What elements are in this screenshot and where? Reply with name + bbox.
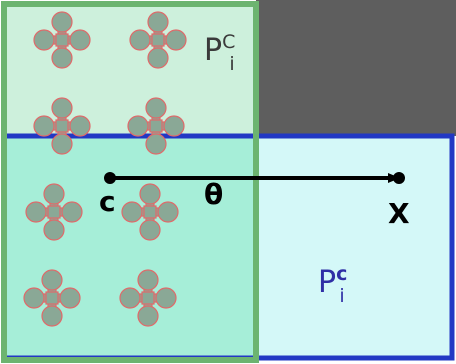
green-region-label-main: P xyxy=(204,33,222,68)
end-point-dot xyxy=(393,172,405,184)
gray-region xyxy=(256,0,456,136)
green-region-border xyxy=(1,1,259,363)
start-point-dot xyxy=(104,172,116,184)
blue-region-label-main: P xyxy=(318,265,336,300)
blue-region-label-sub: i xyxy=(339,285,344,307)
overlap-region xyxy=(4,136,256,360)
green-region-label-sup: C xyxy=(222,31,235,53)
start-point-label: c xyxy=(99,185,116,218)
green-region-label-sub: i xyxy=(229,53,234,75)
arrow-label: θ xyxy=(204,178,223,211)
end-point-label: X xyxy=(388,197,410,230)
blue-region-label-sup: c xyxy=(336,263,347,285)
